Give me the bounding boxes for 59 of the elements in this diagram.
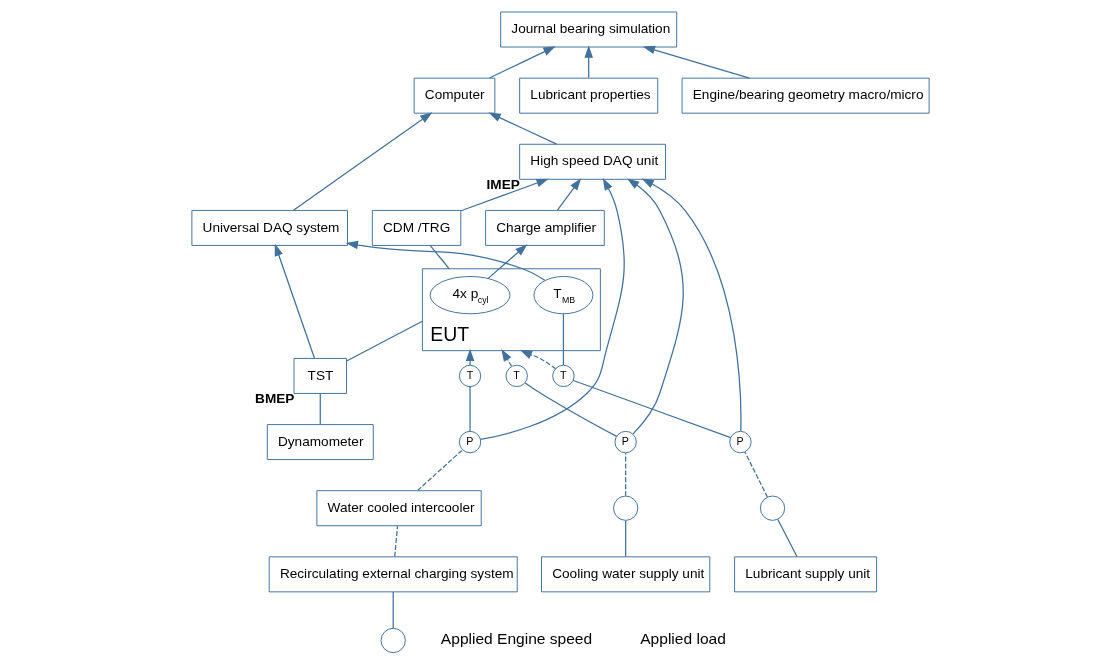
arrow xyxy=(479,177,625,441)
arrow xyxy=(500,349,512,367)
node-box: Recirculating external charging system xyxy=(268,556,518,593)
node-box: Lubricant properties xyxy=(518,77,658,114)
node-box: Engine/bearing geometry macro/micro xyxy=(681,77,930,114)
connector xyxy=(562,313,564,366)
node-circle xyxy=(612,495,638,521)
connector xyxy=(345,320,423,362)
arrow xyxy=(459,178,549,212)
node-box: Water cooled intercooler xyxy=(315,490,482,527)
label: Applied load xyxy=(639,630,726,648)
node-box: Universal DAQ system xyxy=(190,209,348,246)
arrow xyxy=(488,112,557,145)
arrow xyxy=(519,349,556,370)
connector xyxy=(393,525,398,558)
node-box: Lubricant supply unit xyxy=(733,556,877,593)
arrow xyxy=(642,45,750,79)
arrow xyxy=(583,45,593,79)
node-box: Cooling water supply unit xyxy=(540,556,710,593)
arrow xyxy=(487,244,527,279)
connector xyxy=(624,452,626,497)
node-ellipse: 4x p$_{cyl}$ xyxy=(429,276,510,315)
arrow xyxy=(488,46,556,79)
node-box: High speed DAQ unit xyxy=(518,143,666,180)
arrow xyxy=(465,348,474,366)
connector xyxy=(776,518,798,558)
node-label: BMEP xyxy=(254,391,294,407)
node-box: Charge amplifier xyxy=(484,209,605,246)
node-circle: P xyxy=(458,430,481,454)
node-circle: P xyxy=(728,430,752,454)
node-label: IMEP xyxy=(486,177,520,193)
node-box: Computer xyxy=(413,77,495,114)
node-ellipse: T$_{MB}$ xyxy=(532,276,593,315)
connector xyxy=(624,520,626,558)
node-circle: T xyxy=(505,364,528,388)
node-circle xyxy=(759,495,785,521)
node-box: CDM /TRG xyxy=(371,209,461,246)
connector xyxy=(572,379,731,439)
connector xyxy=(416,449,463,491)
node-box: Journal bearing simulation xyxy=(499,11,677,48)
arrow xyxy=(345,240,545,281)
arrow xyxy=(641,178,742,432)
connector xyxy=(392,591,394,629)
arrow xyxy=(274,243,315,359)
label: Applied Engine speed xyxy=(440,630,592,648)
node-circle: T xyxy=(458,364,481,388)
node-box: TST xyxy=(293,357,347,394)
node-box: Dynamometer xyxy=(266,424,374,461)
connector xyxy=(319,393,321,425)
arrow xyxy=(626,178,684,435)
node-circle xyxy=(380,627,406,654)
connector xyxy=(429,245,450,270)
node-circle: T xyxy=(551,364,575,388)
connector xyxy=(468,386,471,432)
node-circle: P xyxy=(613,430,637,454)
connector xyxy=(743,451,768,498)
connector xyxy=(524,382,617,437)
arrow xyxy=(292,112,432,211)
arrow xyxy=(556,178,581,211)
